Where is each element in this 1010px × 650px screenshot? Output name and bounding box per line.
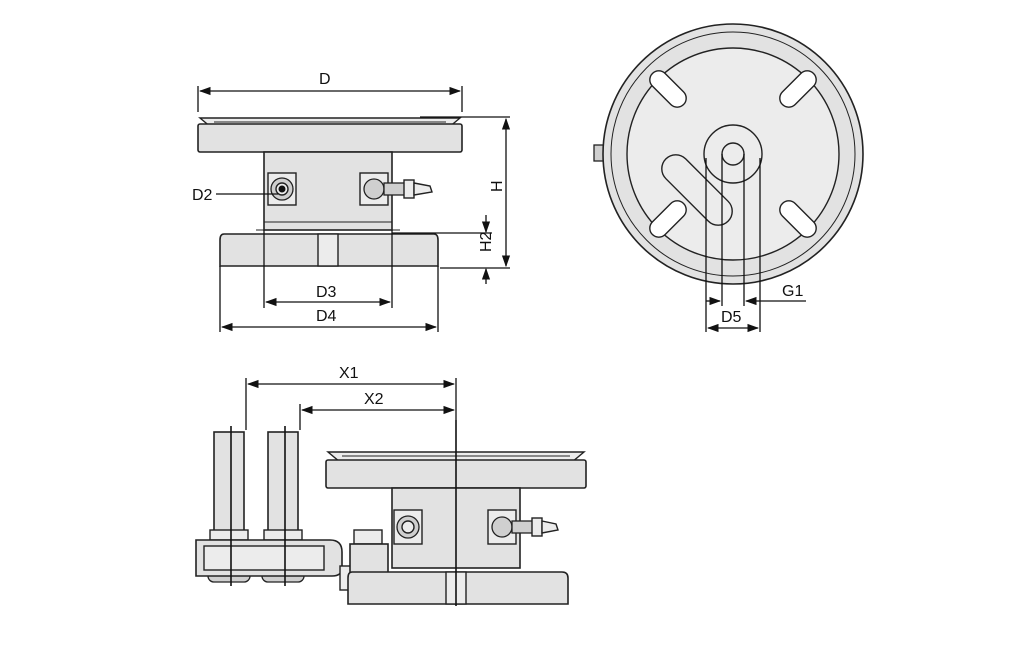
- hex-bolt: [353, 529, 383, 545]
- center-hole: [721, 142, 745, 166]
- label-d2: D2: [192, 187, 213, 204]
- top-view: D5 G1: [593, 23, 864, 333]
- radial-slots: [649, 70, 817, 238]
- side-view: D D2 H H2 D3 D4: [192, 71, 511, 332]
- label-g1: G1: [782, 283, 803, 300]
- label-d3: D3: [316, 284, 337, 301]
- port-d2: [267, 172, 297, 206]
- label-d4: D4: [316, 308, 337, 325]
- label-x1: X1: [339, 365, 359, 382]
- label-h: H: [489, 180, 506, 192]
- label-d: D: [319, 71, 331, 88]
- oblique-slot: [661, 154, 733, 226]
- label-h2: H2: [478, 231, 495, 252]
- assembly-view: X1 X2: [195, 365, 587, 606]
- label-d5: D5: [721, 309, 742, 326]
- label-x2: X2: [364, 391, 384, 408]
- plate-base: [197, 123, 463, 153]
- connector-fitting: [359, 172, 433, 206]
